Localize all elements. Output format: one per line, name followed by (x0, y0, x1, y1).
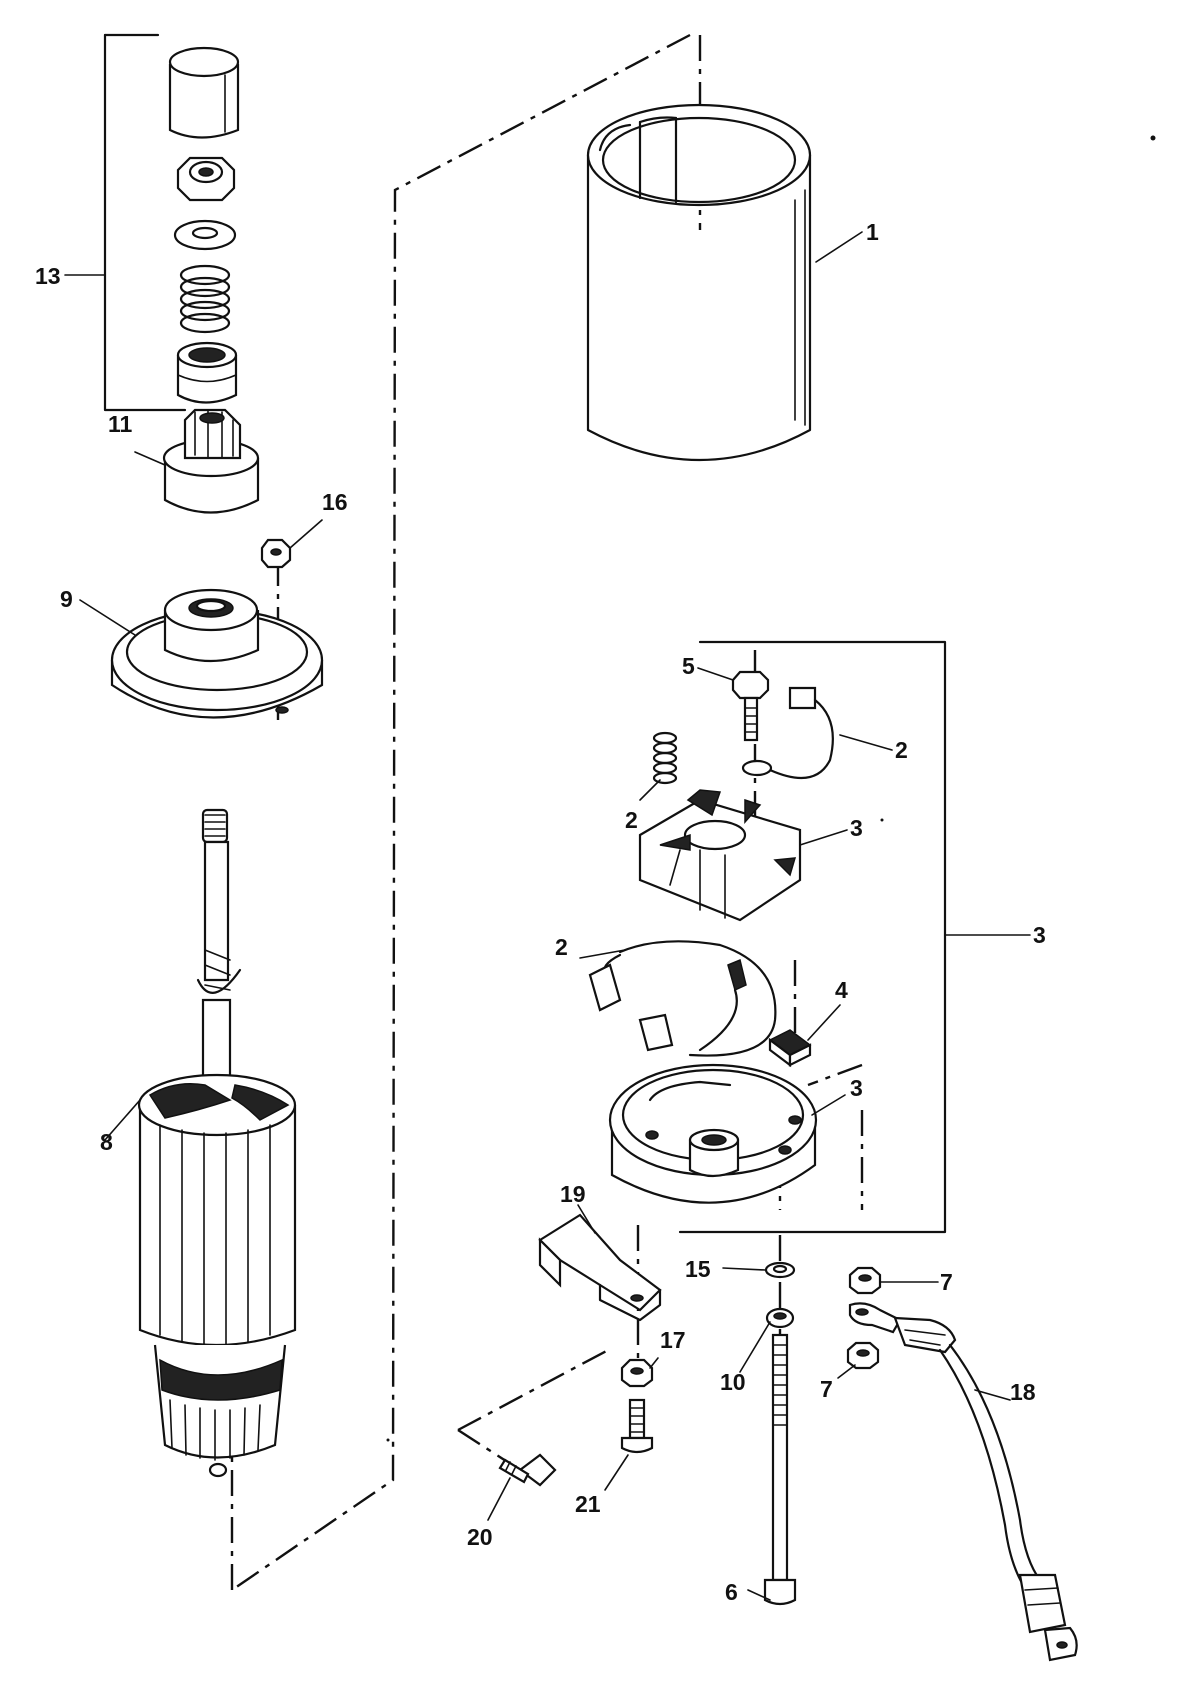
callout-5: 5 (682, 653, 695, 679)
assembly-centerlines (230, 33, 864, 1591)
callout-8: 8 (100, 1129, 113, 1155)
part-drive-end-cap-9 (110, 588, 324, 719)
callout-2-lower: 2 (555, 934, 568, 960)
callout-1: 1 (866, 219, 879, 245)
callout-21: 21 (575, 1491, 601, 1517)
group-bracket-3 (678, 640, 947, 1234)
callout-19: 19 (560, 1181, 586, 1207)
part-screw-20 (498, 1453, 557, 1487)
part-screw-21 (620, 1398, 654, 1454)
part-brush-lead-upper (741, 686, 834, 780)
part-through-bolt-6 (763, 1333, 797, 1606)
part-nut-16 (260, 538, 292, 569)
part-brush-holder (638, 789, 802, 922)
speck (386, 1438, 390, 1442)
callout-11: 11 (108, 411, 133, 437)
leader-lines (64, 231, 1031, 1601)
part-nut-7-lower (846, 1341, 880, 1370)
speck (1150, 135, 1156, 141)
part-washer-15 (764, 1261, 796, 1279)
callout-10: 10 (720, 1369, 746, 1395)
callout-20: 20 (467, 1524, 493, 1550)
callout-4: 4 (835, 977, 848, 1003)
drive-spring (179, 264, 231, 334)
callout-9: 9 (60, 586, 73, 612)
callout-2-spring: 2 (625, 807, 638, 833)
part-nut-7-upper (848, 1266, 882, 1295)
part-brush-leads-lower (588, 940, 777, 1057)
callout-7-upper: 7 (940, 1269, 953, 1295)
part-washer-10 (765, 1307, 795, 1329)
part-armature-8 (137, 808, 297, 1478)
callout-3-group: 3 (1033, 922, 1046, 948)
callout-18: 18 (1010, 1379, 1036, 1405)
callout-7-lower: 7 (820, 1376, 833, 1402)
callout-15: 15 (685, 1256, 711, 1282)
part-brush-spring (652, 731, 678, 785)
callout-2-upper: 2 (895, 737, 908, 763)
part-frame-housing (586, 103, 812, 462)
part-cable-18 (848, 1302, 1078, 1662)
callout-3-cap: 3 (850, 1075, 863, 1101)
part-drive-pinion-11 (162, 408, 260, 514)
speck (880, 818, 884, 822)
callout-17: 17 (660, 1327, 686, 1353)
part-drive-kit-13 (103, 33, 240, 412)
part-screw-5 (731, 670, 770, 742)
callout-labels: 1 13 11 16 9 8 5 2 2 3 3 2 4 3 19 15 7 1… (35, 219, 1046, 1605)
callout-6: 6 (725, 1579, 738, 1605)
part-insulator-4 (768, 1029, 812, 1068)
part-nut-17 (620, 1358, 654, 1388)
part-mounting-bracket-19 (538, 1213, 662, 1322)
callout-3-holder: 3 (850, 815, 863, 841)
callout-13: 13 (35, 263, 61, 289)
callout-16: 16 (322, 489, 348, 515)
part-commutator-end-cap (608, 1063, 818, 1204)
